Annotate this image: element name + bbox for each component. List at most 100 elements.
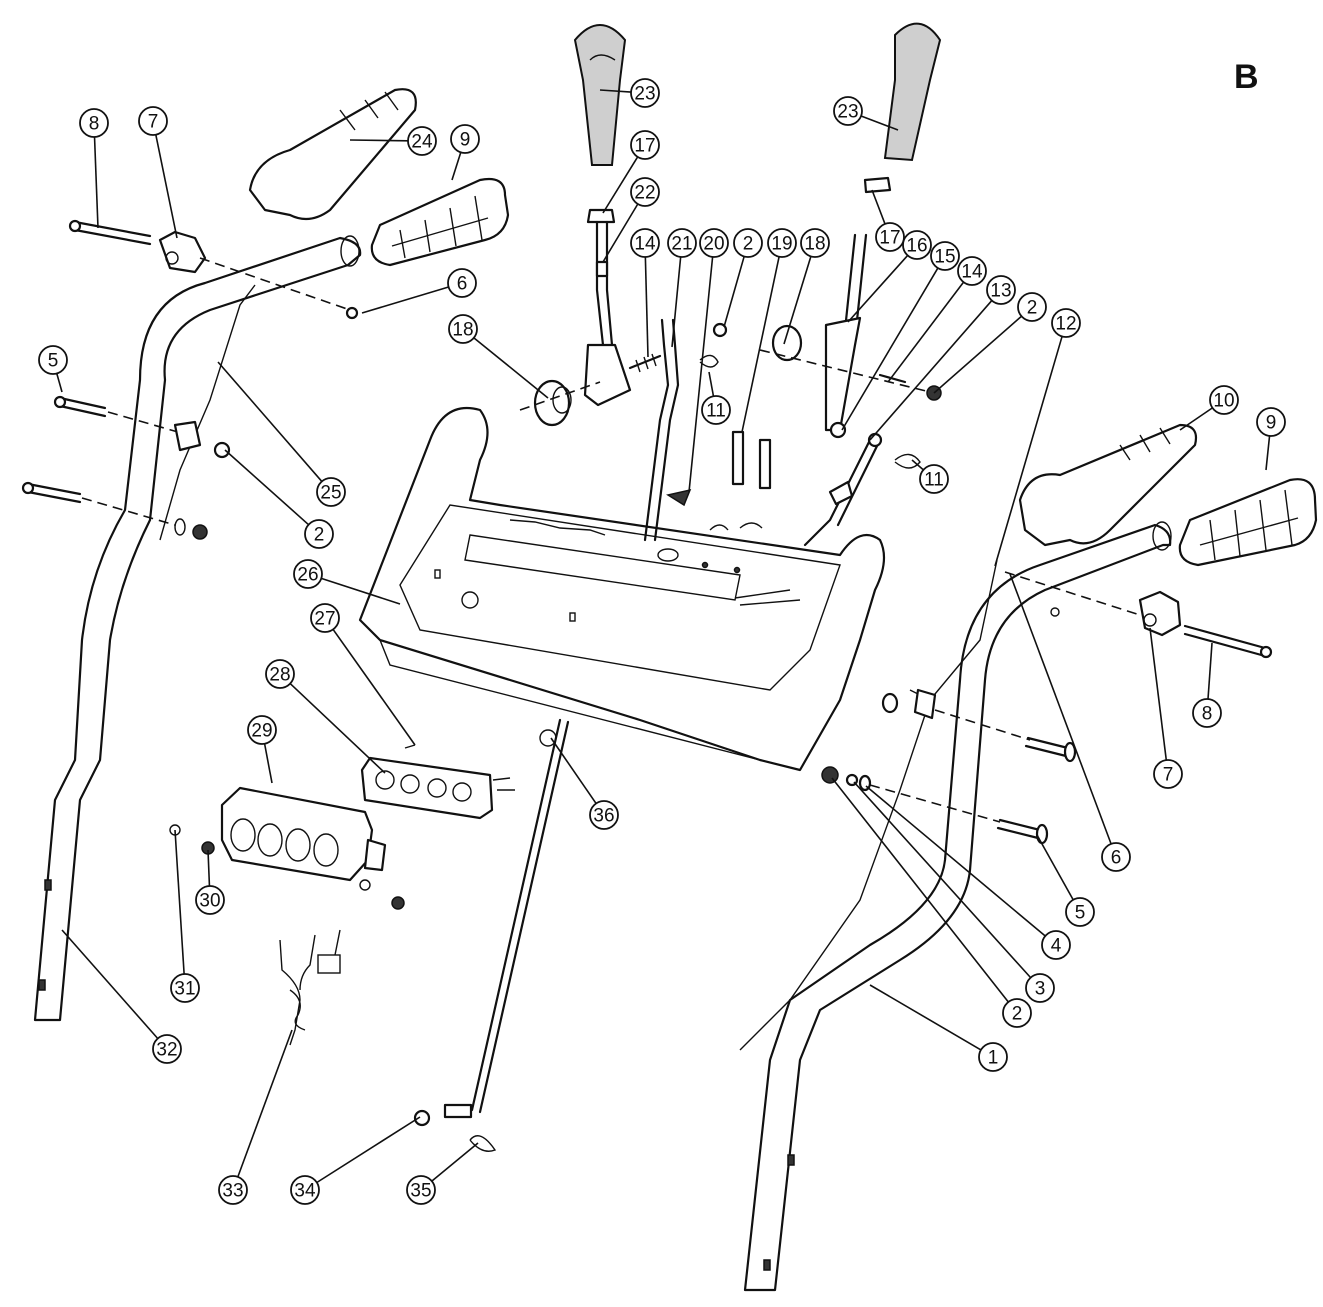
callout-number: 34 [294,1181,316,1202]
leader-c-14-left [644,256,649,358]
callout-number: 2 [314,525,325,546]
callout-number: 14 [634,234,656,255]
leader-c-34 [316,1116,421,1184]
callout-c-28: 28 [265,659,295,689]
callout-c-14-left: 14 [630,228,660,258]
callout-number: 18 [804,234,825,255]
callout-c-3: 3 [1025,973,1055,1003]
callout-c-21: 21 [667,228,697,258]
callout-circle [316,477,346,507]
callout-circle [1153,759,1183,789]
leader-c-10 [1179,407,1213,431]
callout-circle [733,228,763,258]
callout-number: 16 [906,236,927,257]
leader-c-1 [869,984,982,1051]
leader-c-36 [550,737,597,804]
callout-number: 11 [924,470,944,491]
callout-c-26: 26 [293,559,323,589]
switch-housing-29 [220,786,405,910]
callout-circle [304,519,334,549]
callout-circle [1025,973,1055,1003]
callout-circle [1002,998,1032,1028]
callout-number: 8 [1202,704,1213,725]
callout-circle [447,268,477,298]
left-bolts-5 [21,395,231,540]
callout-circle [701,395,731,425]
callout-circle [1101,842,1131,872]
leader-c-14-right [887,281,965,383]
callout-number: 5 [48,351,59,372]
callout-circle [310,603,340,633]
callout-number: 7 [1163,765,1174,786]
callout-number: 6 [457,274,468,295]
callout-c-22: 22 [630,177,660,207]
callout-circle [930,241,960,271]
leader-c-16 [847,254,909,323]
callout-number: 17 [634,136,655,157]
callout-circle [38,345,68,375]
callout-number: 17 [879,228,900,249]
callout-circle [957,256,987,286]
leader-c-13 [869,300,993,441]
callout-circle [630,130,660,160]
callout-circle [1041,930,1071,960]
leader-c-17-right [871,189,886,225]
left-handle-tube [33,235,362,1022]
leader-c-19 [741,256,780,433]
leader-c-20 [688,256,714,493]
callout-circle [589,800,619,830]
callout-c-24: 24 [407,126,437,156]
callout-circle [407,126,437,156]
callout-number: 11 [706,401,726,422]
callout-c-6-right: 6 [1101,842,1131,872]
callout-circle [1209,385,1239,415]
leader-c-6-right [1009,573,1112,845]
callout-number: 21 [671,234,692,255]
leader-c-15 [841,267,939,431]
callout-number: 35 [410,1181,431,1202]
leader-c-3 [853,781,1032,979]
leader-c-2-right-bottom [831,777,1009,1003]
leader-c-9-left [451,152,462,181]
callout-c-29: 29 [247,715,277,745]
callout-circle [406,1175,436,1205]
left-grip-9 [370,177,510,267]
callout-circle [667,228,697,258]
callout-number: 9 [460,130,471,151]
left-clamp-and-bolt [68,219,359,320]
leader-c-25 [217,361,323,482]
callout-circle [1192,698,1222,728]
leader-c-2-left [224,449,310,526]
callout-circle [293,559,323,589]
callout-circle [265,659,295,689]
callout-number: 23 [634,84,655,105]
callout-number: 33 [222,1181,243,1202]
callout-c-16: 16 [902,230,932,260]
callout-circle [630,228,660,258]
callout-number: 29 [251,721,272,742]
callout-circle [630,177,660,207]
callout-number: 19 [771,234,792,255]
leader-c-7-right [1149,627,1168,761]
callout-c-18-right: 18 [800,228,830,258]
leader-c-5-left [56,373,63,393]
callout-number: 23 [837,102,858,123]
leader-c-11-right [911,459,924,471]
callout-c-2-left: 2 [304,519,334,549]
callout-c-14-right: 14 [957,256,987,286]
leader-c-18-left [473,337,549,399]
callout-number: 28 [269,665,290,686]
callout-c-6-left: 6 [447,268,477,298]
callout-number: 14 [961,262,983,283]
callout-circle [767,228,797,258]
callout-c-27: 27 [310,603,340,633]
left-control-lever-24 [248,88,417,221]
leader-c-2-top [723,256,745,328]
callout-c-7-right: 7 [1153,759,1183,789]
callout-number: 12 [1055,314,1076,335]
callout-circle [290,1175,320,1205]
callout-circle [902,230,932,260]
callout-number: 18 [452,320,473,341]
callout-c-2-top: 2 [733,228,763,258]
callout-number: 3 [1035,979,1046,1000]
